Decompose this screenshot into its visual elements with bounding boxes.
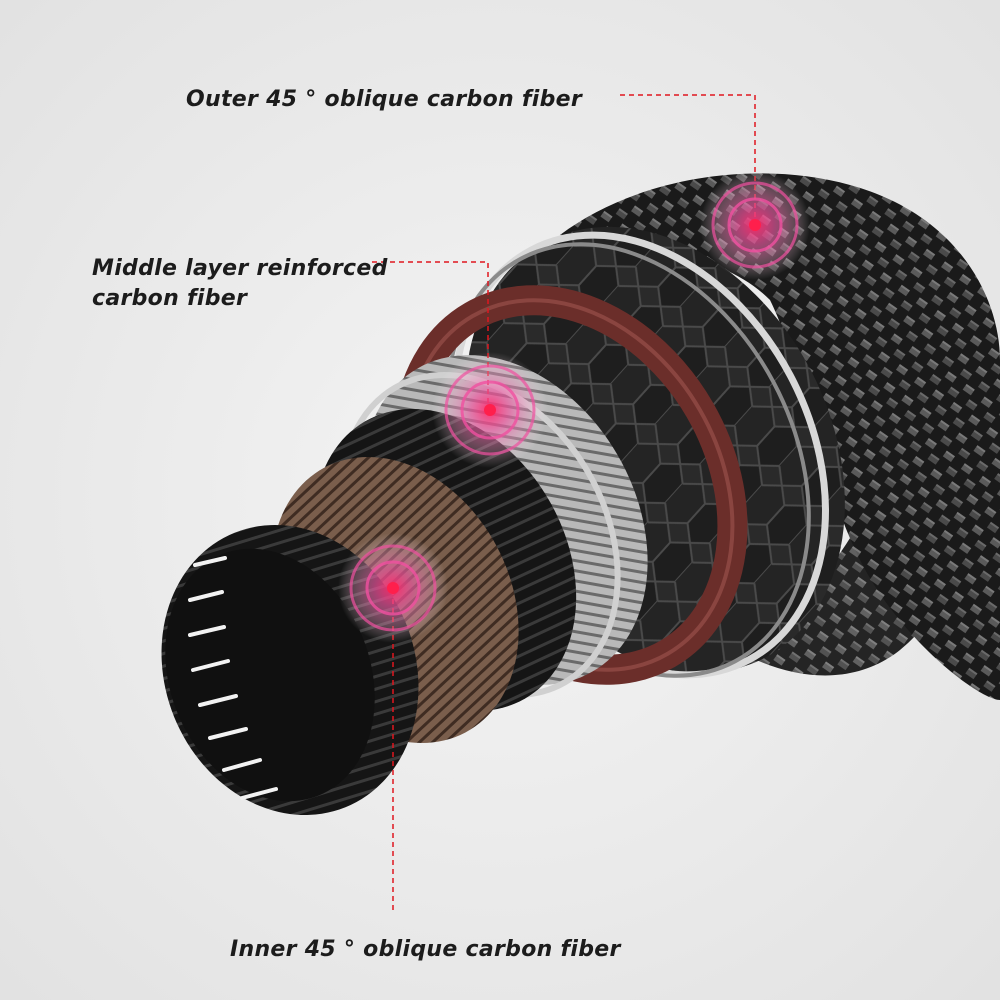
marker-outer bbox=[700, 170, 810, 280]
label-outer-layer: Outer 45 ° oblique carbon fiber bbox=[186, 87, 583, 112]
label-middle-line2: carbon fiber bbox=[92, 286, 248, 311]
label-middle-layer: Middle layer reinforced carbon fiber bbox=[92, 254, 388, 314]
label-middle-line1: Middle layer reinforced bbox=[92, 256, 388, 281]
leader-line-middle bbox=[372, 261, 489, 410]
marker-middle bbox=[432, 352, 548, 468]
outer-weave-body bbox=[720, 270, 970, 676]
label-inner-layer: Inner 45 ° oblique carbon fiber bbox=[230, 937, 621, 962]
leader-lines bbox=[372, 94, 756, 912]
marker-inner bbox=[338, 533, 448, 643]
leader-line-outer bbox=[620, 94, 756, 225]
inner-tube-highlights bbox=[188, 556, 278, 800]
